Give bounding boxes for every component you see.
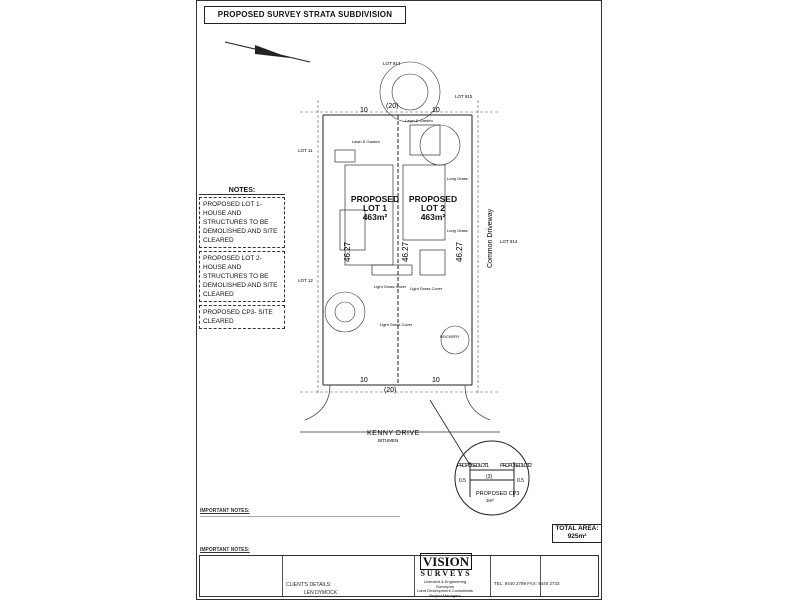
dim-top-right: 10 [432, 107, 440, 114]
inset-lot-1: PROPOSED LOT 1 [457, 463, 489, 469]
inset-lot-2: PROPOSED LOT 2 [500, 463, 532, 469]
note-item: PROPOSED LOT 1- HOUSE AND STRUCTURES TO … [199, 197, 285, 248]
dim-side-mid: 46.27 [401, 241, 410, 262]
client-name: LEN DYMOCK [304, 590, 338, 596]
dim-bottom-right: 10 [432, 377, 440, 384]
page-title: PROPOSED SURVEY STRATA SUBDIVISION [204, 6, 406, 24]
lawn-garden-1: Lawn & Garden [352, 139, 380, 144]
important-notes: IMPORTANT NOTES: IMPORTANT NOTES: [200, 508, 400, 553]
lawn-garden-2: Lawn & Garden [405, 118, 433, 123]
services-list: Licensed & Engineering Surveyors Land De… [417, 579, 473, 598]
light-grass-2: Light Grass Cover [410, 286, 443, 291]
dim-side-left: 46.27 [343, 241, 352, 262]
road-name: KENNY DRIVE [367, 430, 420, 437]
inset-dim-left: 0.5 [459, 478, 466, 484]
lot-12: LOT 12 [298, 278, 313, 283]
dim-top-total: (20) [386, 103, 398, 110]
inset-cp-area: 3m² [486, 498, 494, 503]
note-item: PROPOSED LOT 2- HOUSE AND STRUCTURES TO … [199, 251, 285, 302]
contact-tel: TEL: 9440 2799 FAX: 9440 2733 [494, 581, 560, 586]
long-grass-2: Long Grass [447, 228, 468, 233]
dim-bottom-left: 10 [360, 377, 368, 384]
lot-914-right: LOT 914 [500, 239, 518, 244]
lot-1-label: PROPOSED LOT 1 463m² [350, 194, 400, 222]
lot-2-label: PROPOSED LOT 2 463m² [408, 194, 458, 222]
lot-914-top: LOT 914 [383, 61, 401, 66]
dim-side-right: 46.27 [455, 241, 464, 262]
light-grass-3: Light Grass Cover [380, 322, 413, 327]
lot-11: LOT 11 [298, 148, 313, 153]
vision-surveys-logo: VISION SURVEYS [419, 553, 473, 578]
lot-915: LOT 915 [455, 94, 473, 99]
total-area-box: TOTAL AREA: 925m² [552, 524, 602, 543]
rockery-label: ROCKERY [440, 334, 460, 339]
long-grass-1: Long Grass [447, 176, 468, 181]
light-grass-1: Light Grass Cover [374, 284, 407, 289]
inset-cp: PROPOSED CP3 [476, 491, 519, 497]
common-driveway-label: Common Driveway [487, 208, 494, 268]
notes-panel: NOTES: PROPOSED LOT 1- HOUSE AND STRUCTU… [199, 187, 285, 332]
north-arrow-icon [224, 41, 311, 63]
notes-heading: NOTES: [199, 187, 285, 195]
note-item: PROPOSED CP3- SITE CLEARED [199, 305, 285, 329]
inset-dim-right: 0.5 [517, 478, 524, 484]
dim-bottom-total: (20) [384, 387, 396, 394]
title-block: CLIENT'S DETAILS: LEN DYMOCK TEL: 9440 2… [199, 555, 599, 597]
dim-top-left: 10 [360, 107, 368, 114]
client-label: CLIENT'S DETAILS: [286, 582, 332, 588]
drawing-sheet [196, 0, 602, 600]
inset-dim-mid: (3) [486, 474, 492, 480]
road-surface: BITUMEN [378, 438, 398, 443]
